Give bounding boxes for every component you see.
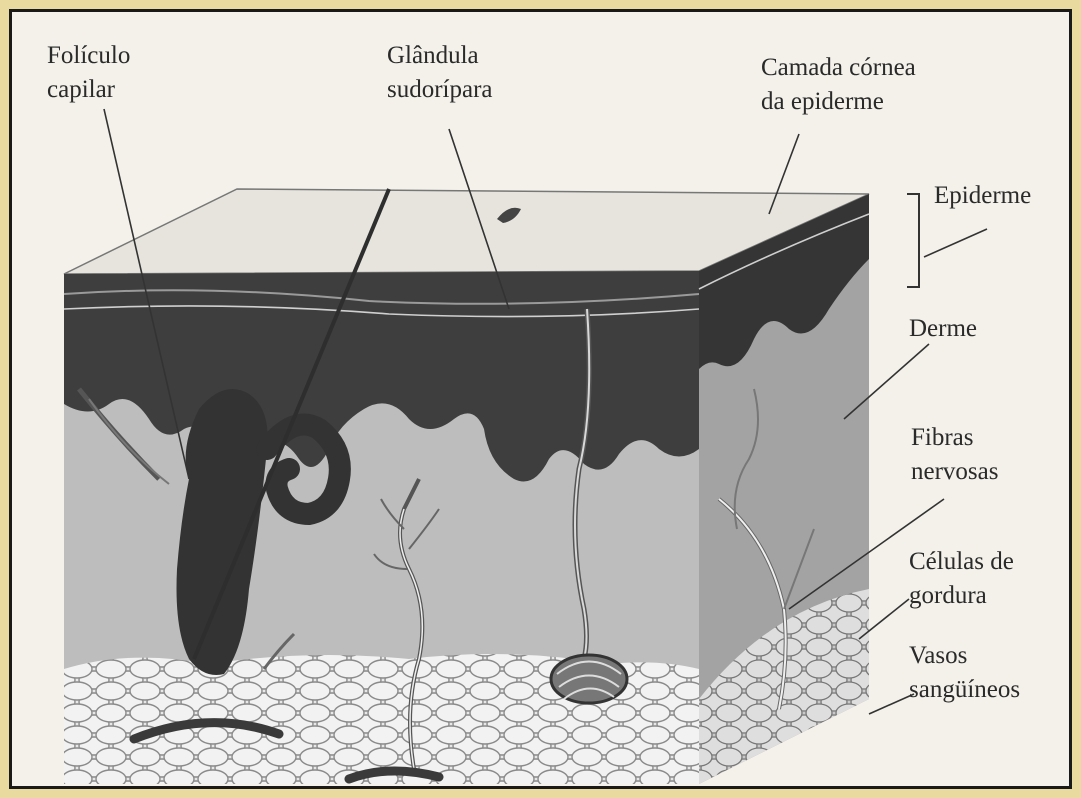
label-text: Camada córnea bbox=[761, 51, 916, 85]
label-text: sangüíneos bbox=[909, 673, 1020, 707]
leader-vasos bbox=[869, 694, 914, 714]
label-text: Epiderme bbox=[934, 179, 1031, 213]
label-glandula-sudoripara: Glândula sudorípara bbox=[387, 39, 493, 107]
label-text: Fibras bbox=[911, 421, 998, 455]
label-text: Derme bbox=[909, 312, 977, 346]
label-derme: Derme bbox=[909, 312, 977, 346]
label-foliculo-capilar: Folículo capilar bbox=[47, 39, 130, 107]
label-vasos-sanguineos: Vasos sangüíneos bbox=[909, 639, 1020, 707]
label-text: Vasos bbox=[909, 639, 1020, 673]
label-text: sudorípara bbox=[387, 73, 493, 107]
epiderme-bracket bbox=[907, 194, 919, 287]
label-text: Glândula bbox=[387, 39, 493, 73]
label-text: Folículo bbox=[47, 39, 130, 73]
label-epiderme: Epiderme bbox=[934, 179, 1031, 213]
label-text: nervosas bbox=[911, 455, 998, 489]
sweat-gland-coil bbox=[551, 655, 627, 703]
label-text: da epiderme bbox=[761, 85, 916, 119]
label-fibras-nervosas: Fibras nervosas bbox=[911, 421, 998, 489]
label-celulas-de-gordura: Células de gordura bbox=[909, 545, 1014, 613]
label-text: Células de bbox=[909, 545, 1014, 579]
label-text: gordura bbox=[909, 579, 1014, 613]
label-text: capilar bbox=[47, 73, 130, 107]
leader-epiderme bbox=[924, 229, 987, 257]
label-camada-cornea: Camada córnea da epiderme bbox=[761, 51, 916, 119]
